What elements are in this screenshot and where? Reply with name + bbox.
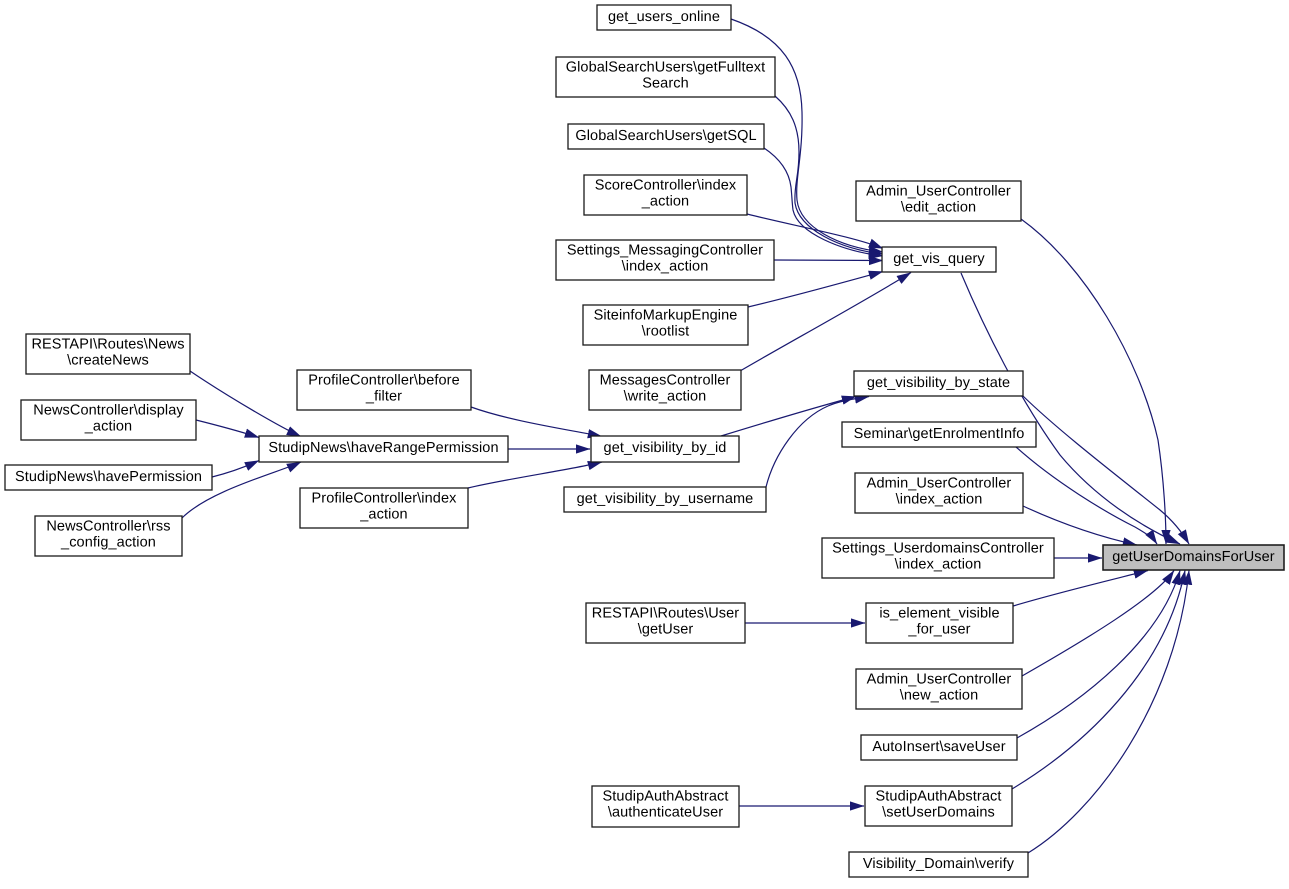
svg-text:_action: _action	[84, 419, 132, 435]
svg-text:get_users_online: get_users_online	[608, 9, 720, 25]
svg-text:\setUserDomains: \setUserDomains	[882, 805, 995, 821]
svg-text:is_element_visible: is_element_visible	[879, 606, 999, 622]
svg-text:MessagesController: MessagesController	[600, 373, 731, 389]
svg-text:Visibility_Domain\verify: Visibility_Domain\verify	[863, 856, 1015, 872]
svg-text:\index_action: \index_action	[896, 492, 983, 508]
svg-text:\index_action: \index_action	[622, 259, 709, 275]
svg-text:_config_action: _config_action	[60, 535, 156, 551]
svg-text:get_visibility_by_username: get_visibility_by_username	[577, 491, 754, 507]
svg-text:Settings_UserdomainsController: Settings_UserdomainsController	[832, 541, 1044, 557]
svg-text:StudipAuthAbstract: StudipAuthAbstract	[876, 789, 1002, 805]
svg-text:ProfileController\index: ProfileController\index	[312, 491, 458, 507]
svg-text:NewsController\display: NewsController\display	[33, 403, 184, 419]
svg-text:get_visibility_by_state: get_visibility_by_state	[867, 375, 1010, 391]
svg-text:\authenticateUser: \authenticateUser	[608, 805, 723, 821]
svg-text:RESTAPI\Routes\News: RESTAPI\Routes\News	[31, 337, 184, 353]
svg-text:\edit_action: \edit_action	[901, 200, 976, 216]
svg-text:StudipNews\haveRangePermission: StudipNews\haveRangePermission	[268, 440, 498, 456]
svg-text:_filter: _filter	[365, 389, 402, 405]
svg-text:Seminar\getEnrolmentInfo: Seminar\getEnrolmentInfo	[854, 426, 1025, 442]
svg-text:Admin_UserController: Admin_UserController	[866, 184, 1011, 200]
svg-text:ProfileController\before: ProfileController\before	[308, 373, 460, 389]
svg-text:getUserDomainsForUser: getUserDomainsForUser	[1112, 549, 1275, 565]
svg-text:\new_action: \new_action	[900, 688, 979, 704]
svg-text:\write_action: \write_action	[624, 389, 707, 405]
svg-text:\getUser: \getUser	[638, 622, 694, 638]
svg-text:GlobalSearchUsers\getFulltext: GlobalSearchUsers\getFulltext	[566, 60, 766, 76]
svg-text:_action: _action	[641, 194, 689, 210]
svg-text:NewsController\rss: NewsController\rss	[46, 519, 170, 535]
svg-text:StudipAuthAbstract: StudipAuthAbstract	[603, 789, 729, 805]
svg-text:get_visibility_by_id: get_visibility_by_id	[604, 440, 727, 456]
svg-text:Admin_UserController: Admin_UserController	[867, 672, 1012, 688]
svg-text:_action: _action	[359, 507, 407, 523]
svg-text:Search: Search	[642, 76, 689, 92]
svg-text:\createNews: \createNews	[67, 353, 149, 369]
svg-text:\rootlist: \rootlist	[642, 324, 690, 340]
svg-text:StudipNews\havePermission: StudipNews\havePermission	[15, 469, 202, 485]
svg-text:GlobalSearchUsers\getSQL: GlobalSearchUsers\getSQL	[575, 128, 756, 144]
svg-text:Settings_MessagingController: Settings_MessagingController	[567, 243, 763, 259]
svg-text:Admin_UserController: Admin_UserController	[867, 476, 1012, 492]
svg-text:SiteinfoMarkupEngine: SiteinfoMarkupEngine	[594, 308, 738, 324]
svg-text:\index_action: \index_action	[895, 557, 982, 573]
svg-text:ScoreController\index: ScoreController\index	[595, 178, 737, 194]
svg-text:get_vis_query: get_vis_query	[893, 251, 985, 267]
svg-text:RESTAPI\Routes\User: RESTAPI\Routes\User	[592, 606, 740, 622]
svg-text:_for_user: _for_user	[907, 622, 970, 638]
svg-text:AutoInsert\saveUser: AutoInsert\saveUser	[872, 739, 1005, 755]
